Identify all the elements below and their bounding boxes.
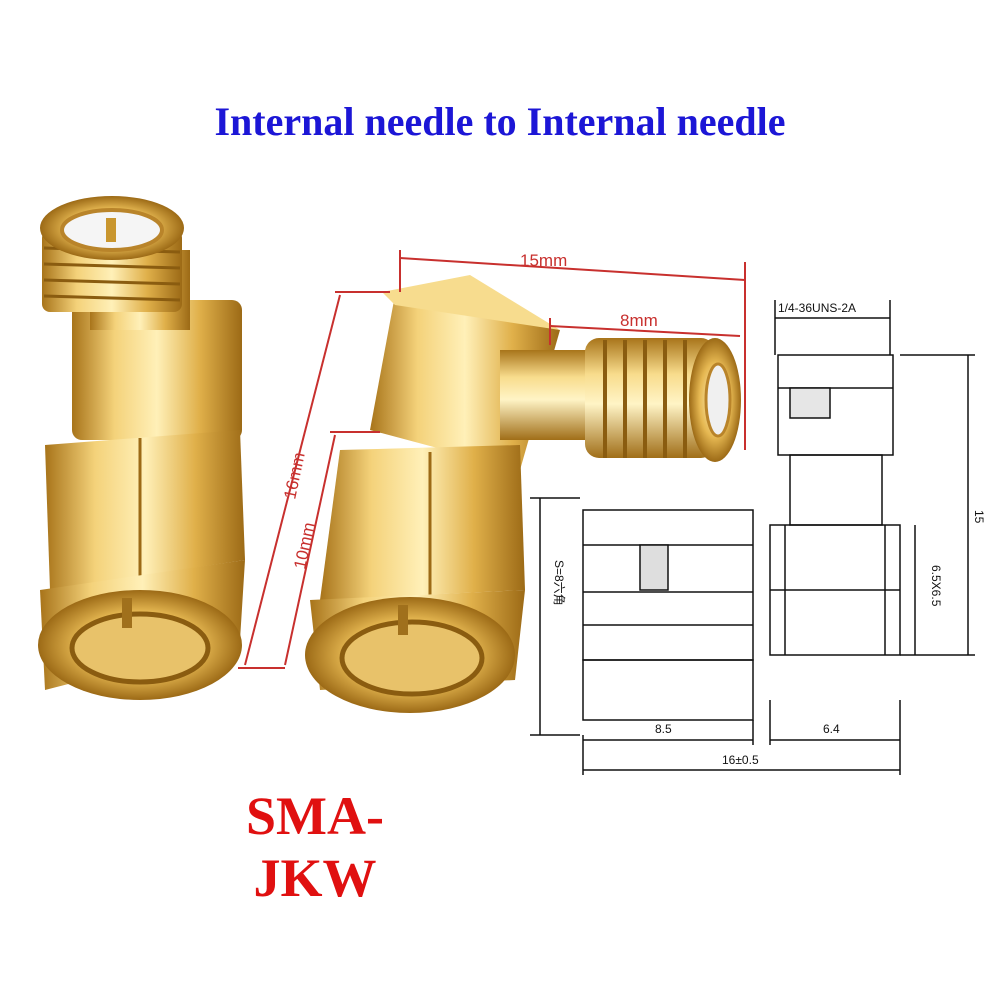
dim-15mm-label: 15mm (520, 251, 567, 270)
connector-middle (305, 275, 741, 713)
photo-dimension-lines (238, 250, 746, 669)
hex-body-label: 6.5X6.5 (929, 565, 943, 607)
dim-8-5-label: 8.5 (655, 722, 672, 736)
dim-16-label: 16±0.5 (722, 753, 759, 767)
thread-side (585, 338, 715, 458)
dim-8mm-label: 8mm (620, 311, 658, 330)
height-15-label: 15 (972, 510, 986, 524)
connector-left (38, 196, 245, 700)
model-label: SMA-JKW (246, 786, 384, 908)
thread-spec-label: 1/4-36UNS-2A (778, 301, 856, 315)
dim-6-4-label: 6.4 (823, 722, 840, 736)
page-title: Internal needle to Internal needle (214, 99, 786, 144)
hex-size-label: S=8六角 (552, 560, 566, 606)
dim-10mm-label: 10mm (290, 521, 318, 571)
dim-16mm-label: 16mm (280, 451, 308, 501)
technical-drawing (530, 300, 975, 775)
